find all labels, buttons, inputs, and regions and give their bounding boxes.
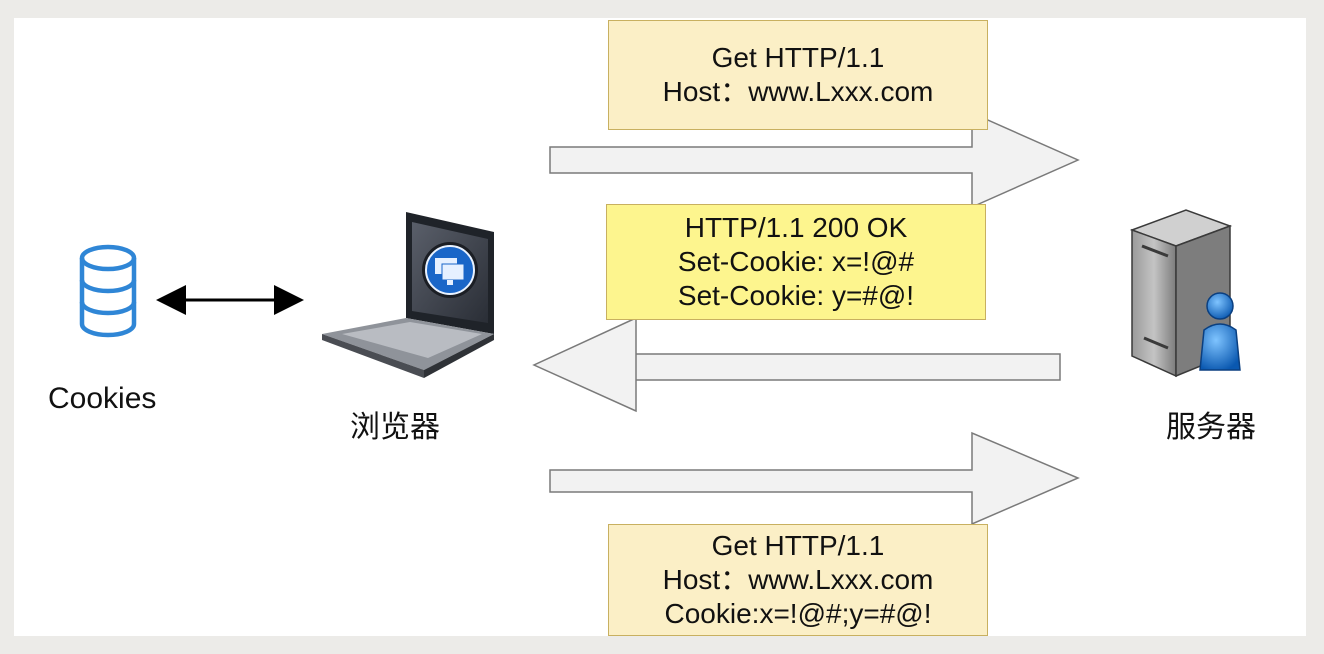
cookies-label: Cookies	[48, 382, 157, 415]
browser-label: 浏览器	[350, 410, 440, 445]
request-arrow-bottom	[549, 431, 1080, 526]
request-note-top: Get HTTP/1.1 Host：www.Lxxx.com	[608, 20, 988, 130]
note-line: Host：www.Lxxx.com	[662, 564, 934, 595]
note-line: Get HTTP/1.1	[711, 42, 885, 73]
diagram-graphics	[79, 111, 1241, 526]
note-line: Set-Cookie: x=!@#	[677, 246, 915, 277]
note-line: Set-Cookie: y=#@!	[677, 280, 915, 311]
server-label: 服务器	[1166, 410, 1256, 445]
database-icon	[79, 244, 137, 338]
note-line: Cookie:x=!@#;y=#@!	[664, 598, 932, 629]
note-line: Host：www.Lxxx.com	[662, 76, 934, 107]
request-note-bottom: Get HTTP/1.1 Host：www.Lxxx.com Cookie:x=…	[608, 524, 988, 636]
response-arrow	[532, 316, 1061, 413]
note-line: Get HTTP/1.1	[711, 530, 885, 561]
server-icon	[1129, 209, 1241, 378]
laptop-icon	[322, 212, 494, 378]
response-note: HTTP/1.1 200 OK Set-Cookie: x=!@# Set-Co…	[606, 204, 986, 320]
note-line: HTTP/1.1 200 OK	[684, 212, 908, 243]
request-arrow-top	[549, 111, 1080, 209]
diagram-canvas: Get HTTP/1.1 Host：www.Lxxx.com HTTP/1.1 …	[14, 18, 1306, 636]
